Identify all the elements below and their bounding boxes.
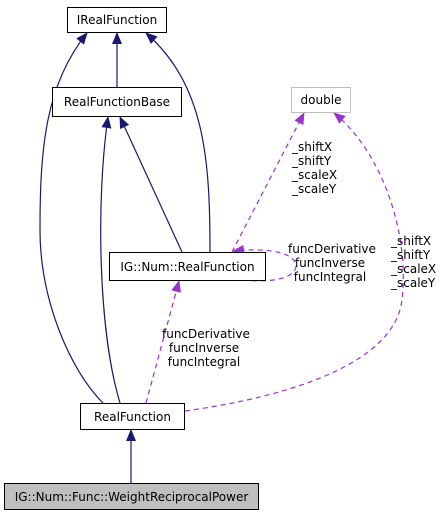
label-item: funcIntegral <box>293 270 367 284</box>
edge-double-to-igreal <box>231 112 305 253</box>
label-item: _shiftX <box>292 140 333 154</box>
label-item: _shiftY <box>391 248 431 262</box>
label-double-to-igreal: _shiftX _shiftY _scaleX _scaleY <box>292 140 337 196</box>
edge-double-to-realfunction <box>184 112 404 412</box>
label-item: funcInverse <box>168 341 240 355</box>
edge-igreal-to-ireal <box>145 32 211 253</box>
node-ireal-function[interactable]: IRealFunction <box>67 7 167 33</box>
node-real-function[interactable]: RealFunction <box>80 403 185 430</box>
node-ig-num-real-function[interactable]: IG::Num::RealFunction <box>109 252 266 281</box>
label-self-loop: funcDerivative funcInverse funcIntegral <box>288 242 376 284</box>
label-item: _scaleY <box>391 276 436 290</box>
label-item: funcIntegral <box>167 355 241 369</box>
label-item: _scaleY <box>292 182 337 196</box>
label-double-to-realfunction: _shiftX _shiftY _scaleX _scaleY <box>391 234 436 290</box>
label-item: _scaleX <box>292 168 338 182</box>
edge-realfunction-to-base <box>100 116 121 404</box>
edge-realfunction-to-ireal <box>39 32 104 404</box>
label-item: _shiftY <box>292 154 332 168</box>
node-real-function-base[interactable]: RealFunctionBase <box>52 87 182 117</box>
label-igreal-to-realfunction: funcDerivative funcInverse funcIntegral <box>162 327 250 369</box>
edge-igreal-to-realfunction <box>145 280 181 404</box>
node-weight-reciprocal-power: IG::Num::Func::WeightReciprocalPower <box>4 483 259 510</box>
label-item: funcDerivative <box>162 327 250 341</box>
label-item: funcDerivative <box>288 242 376 256</box>
label-item: _scaleX <box>391 262 437 276</box>
label-item: _shiftX <box>391 234 432 248</box>
label-item: funcInverse <box>294 256 366 270</box>
edge-igreal-to-base <box>119 116 183 253</box>
node-double: double <box>291 87 351 113</box>
